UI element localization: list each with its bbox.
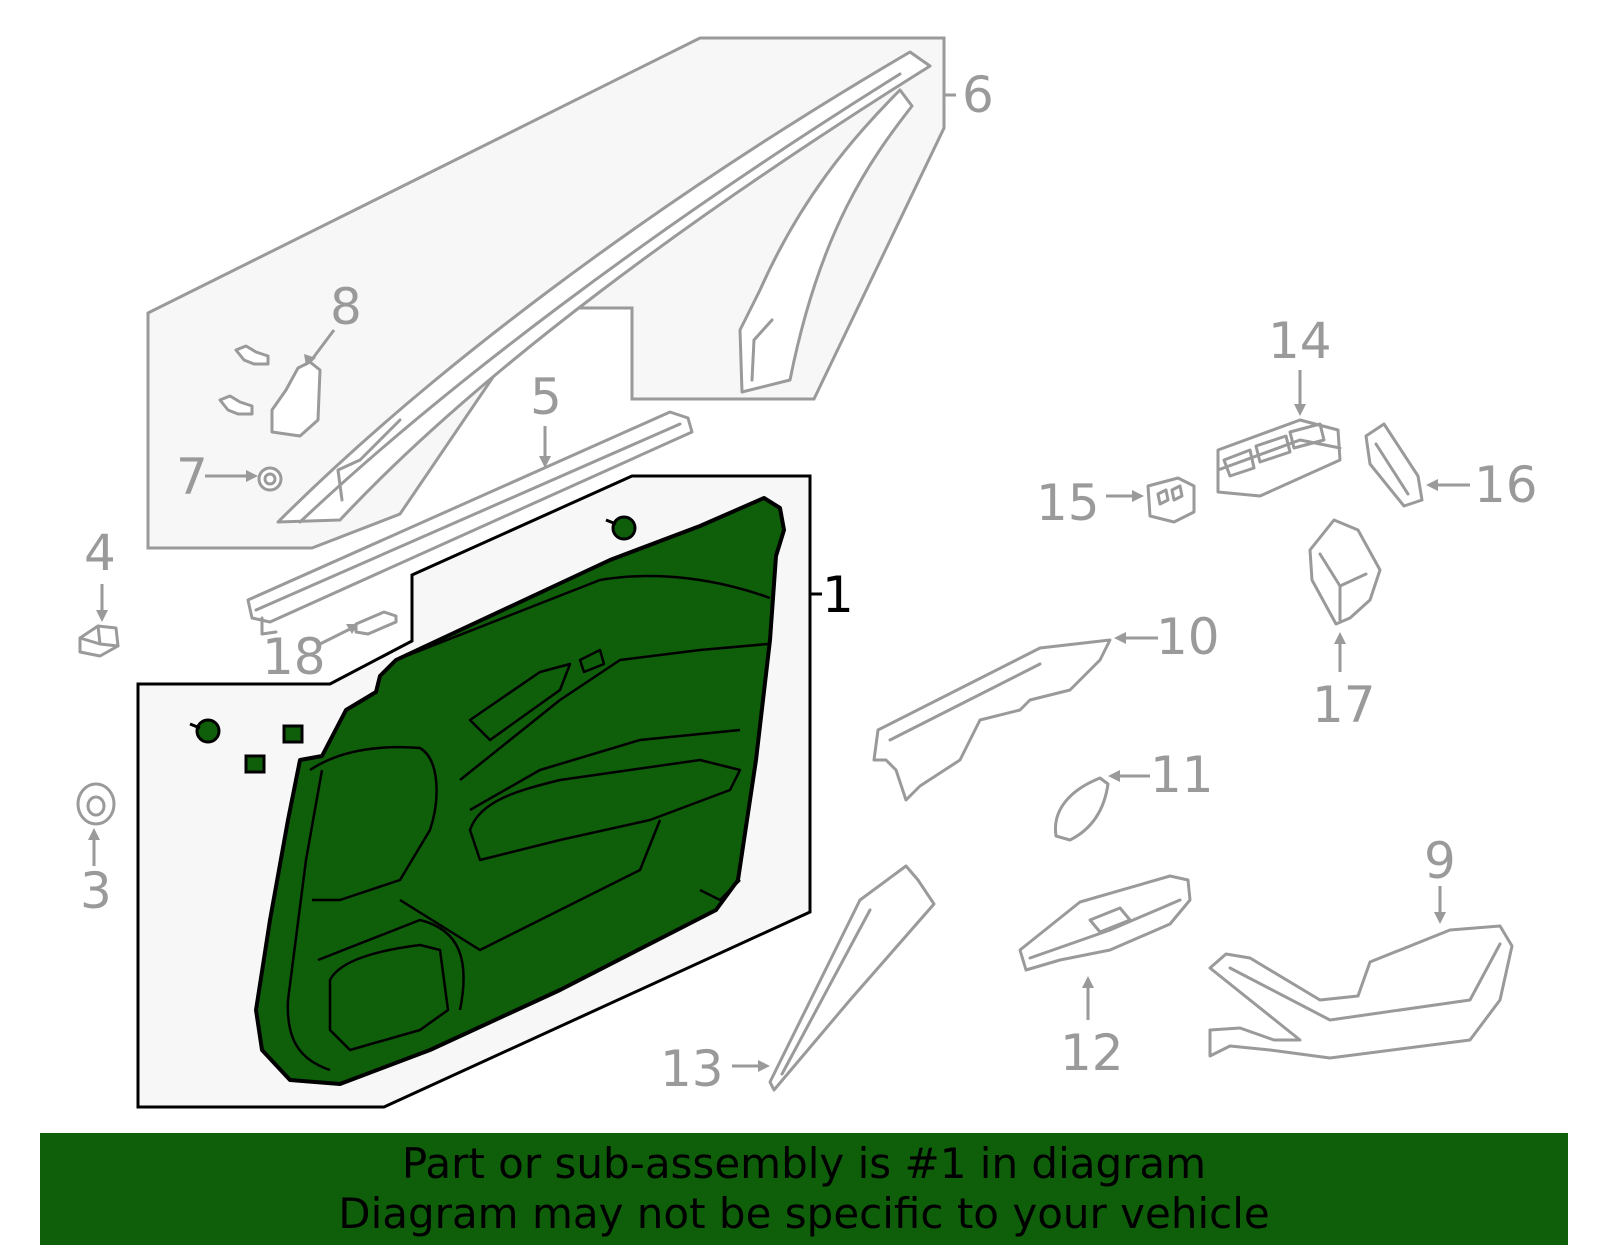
- trim-clips: [189, 515, 637, 774]
- part-5-belt-molding[interactable]: [246, 410, 694, 636]
- part-7-clip[interactable]: [205, 466, 283, 492]
- part-6-window-frame[interactable]: [146, 36, 956, 550]
- part-10-garnish[interactable]: [872, 632, 1158, 802]
- callout-3[interactable]: 3: [80, 862, 112, 920]
- callout-9[interactable]: 9: [1424, 832, 1456, 890]
- part-15-switch[interactable]: [1106, 476, 1196, 524]
- callout-7[interactable]: 7: [176, 448, 208, 506]
- callout-4[interactable]: 4: [84, 524, 116, 582]
- callout-5[interactable]: 5: [530, 368, 562, 426]
- callout-8[interactable]: 8: [330, 278, 362, 336]
- callout-11[interactable]: 11: [1150, 746, 1214, 804]
- callout-18[interactable]: 18: [262, 628, 326, 686]
- part-12-switch-panel[interactable]: [1018, 874, 1192, 1020]
- callout-13[interactable]: 13: [660, 1040, 724, 1098]
- banner-line-2: Diagram may not be specific to your vehi…: [338, 1189, 1270, 1238]
- part-4-clip[interactable]: [78, 584, 120, 658]
- part-3-grommet[interactable]: [76, 782, 116, 866]
- part-1-door-trim-panel[interactable]: [136, 474, 822, 1109]
- notice-banner: Part or sub-assembly is #1 in diagram Di…: [40, 1133, 1568, 1245]
- part-13-garnish[interactable]: [732, 864, 936, 1092]
- part-8-bracket[interactable]: [218, 329, 336, 438]
- part-11-garnish[interactable]: [1053, 770, 1150, 842]
- callout-1[interactable]: 1: [822, 566, 854, 624]
- part-18-pad[interactable]: [319, 610, 398, 646]
- part-16-switch[interactable]: [1364, 422, 1470, 508]
- callout-15[interactable]: 15: [1036, 474, 1100, 532]
- part-14-window-switch[interactable]: [1216, 370, 1342, 498]
- callout-12[interactable]: 12: [1060, 1024, 1124, 1082]
- callout-6[interactable]: 6: [962, 66, 994, 124]
- banner-line-1: Part or sub-assembly is #1 in diagram: [401, 1139, 1207, 1188]
- callout-10[interactable]: 10: [1156, 608, 1220, 666]
- part-9-armrest[interactable]: [1208, 886, 1514, 1060]
- callout-16[interactable]: 16: [1474, 456, 1538, 514]
- callout-17[interactable]: 17: [1312, 676, 1376, 734]
- callout-14[interactable]: 14: [1268, 312, 1332, 370]
- part-17-switch[interactable]: [1308, 518, 1382, 672]
